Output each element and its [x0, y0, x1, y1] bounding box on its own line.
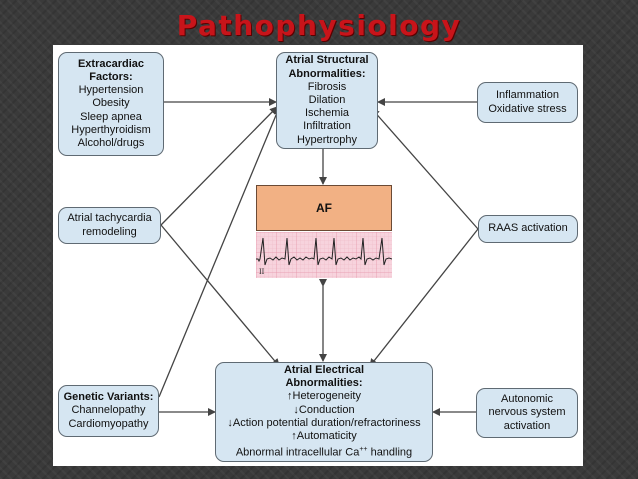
arrow-raas-to-structural [371, 108, 479, 230]
ecg-trace: II [256, 232, 393, 278]
structural-item: Dilation [308, 93, 346, 106]
atrial-tachycardia-box: Atrial tachycardia remodeling [58, 207, 161, 244]
ecg-strip: II [256, 232, 393, 278]
calcium-suffix: handling [367, 446, 413, 459]
autonomic-item: nervous system [488, 406, 566, 419]
slide-title: Pathophysiology [176, 9, 462, 42]
calcium-superscript: ++ [359, 446, 368, 454]
extracardiac-item: Sleep apnea [80, 110, 142, 123]
structural-item: Fibrosis [307, 80, 347, 93]
arrow-layer [158, 98, 479, 416]
extracardiac-factors-box: Extracardiac Factors: Hypertension Obesi… [58, 52, 164, 156]
autonomic-item: Autonomic [501, 393, 553, 406]
tachycardia-item: remodeling [82, 225, 137, 238]
ecg-lead-label: II [259, 267, 265, 276]
calcium-prefix: Abnormal intracellular Ca [235, 446, 360, 459]
electrical-item-calcium: Abnormal intracellular Ca++ handling [236, 443, 412, 460]
electrical-item: ↑Automaticity [291, 429, 357, 442]
extracardiac-header-line-2: Factors: [89, 70, 133, 83]
extracardiac-item: Obesity [92, 97, 130, 110]
genetic-variants-box: Genetic Variants: Channelopathy Cardiomy… [58, 385, 159, 437]
tachycardia-item: Atrial tachycardia [67, 212, 152, 225]
atrial-structural-box: Atrial Structural Abnormalities: Fibrosi… [276, 52, 378, 149]
genetic-item: Channelopathy [71, 404, 146, 417]
ecg-waveform [256, 237, 393, 266]
structural-header-line-2: Abnormalities: [288, 67, 366, 80]
raas-activation-box: RAAS activation [478, 215, 578, 243]
arrow-raas-to-electrical [369, 228, 479, 367]
inflammation-item: Oxidative stress [488, 102, 567, 115]
electrical-item: ↓Action potential duration/refractorines… [227, 416, 421, 429]
structural-item: Ischemia [304, 107, 350, 120]
inflammation-box: Inflammation Oxidative stress [477, 82, 578, 123]
inflammation-item: Inflammation [496, 89, 559, 102]
structural-item: Hypertrophy [297, 133, 357, 146]
extracardiac-item: Hypertension [78, 84, 144, 97]
raas-item: RAAS activation [488, 222, 568, 235]
genetic-item: Cardiomyopathy [68, 417, 149, 430]
ecg-grid [256, 232, 392, 278]
arrow-tachycardia-to-structural [160, 106, 278, 226]
af-box: AF [256, 185, 392, 231]
af-label: AF [316, 201, 332, 215]
arrow-tachycardia-to-electrical [160, 224, 280, 367]
electrical-header-line-2: Abnormalities: [285, 377, 363, 390]
autonomic-box: Autonomic nervous system activation [476, 388, 578, 438]
structural-header-line-1: Atrial Structural [285, 54, 369, 67]
genetic-header: Genetic Variants: [63, 391, 154, 404]
extracardiac-item: Alcohol/drugs [77, 137, 145, 149]
electrical-header-line-1: Atrial Electrical [283, 363, 365, 376]
arrow-genetic-to-structural [158, 107, 281, 398]
extracardiac-header-line-1: Extracardiac [77, 57, 145, 70]
electrical-item: ↓Conduction [293, 403, 355, 416]
extracardiac-item: Hyperthyroidism [71, 123, 151, 136]
atrial-electrical-box: Atrial Electrical Abnormalities: ↑Hetero… [215, 362, 433, 462]
structural-item: Infiltration [303, 120, 351, 133]
electrical-item: ↑Heterogeneity [287, 390, 361, 403]
autonomic-item: activation [503, 419, 551, 432]
diagram-panel: Extracardiac Factors: Hypertension Obesi… [53, 45, 583, 466]
